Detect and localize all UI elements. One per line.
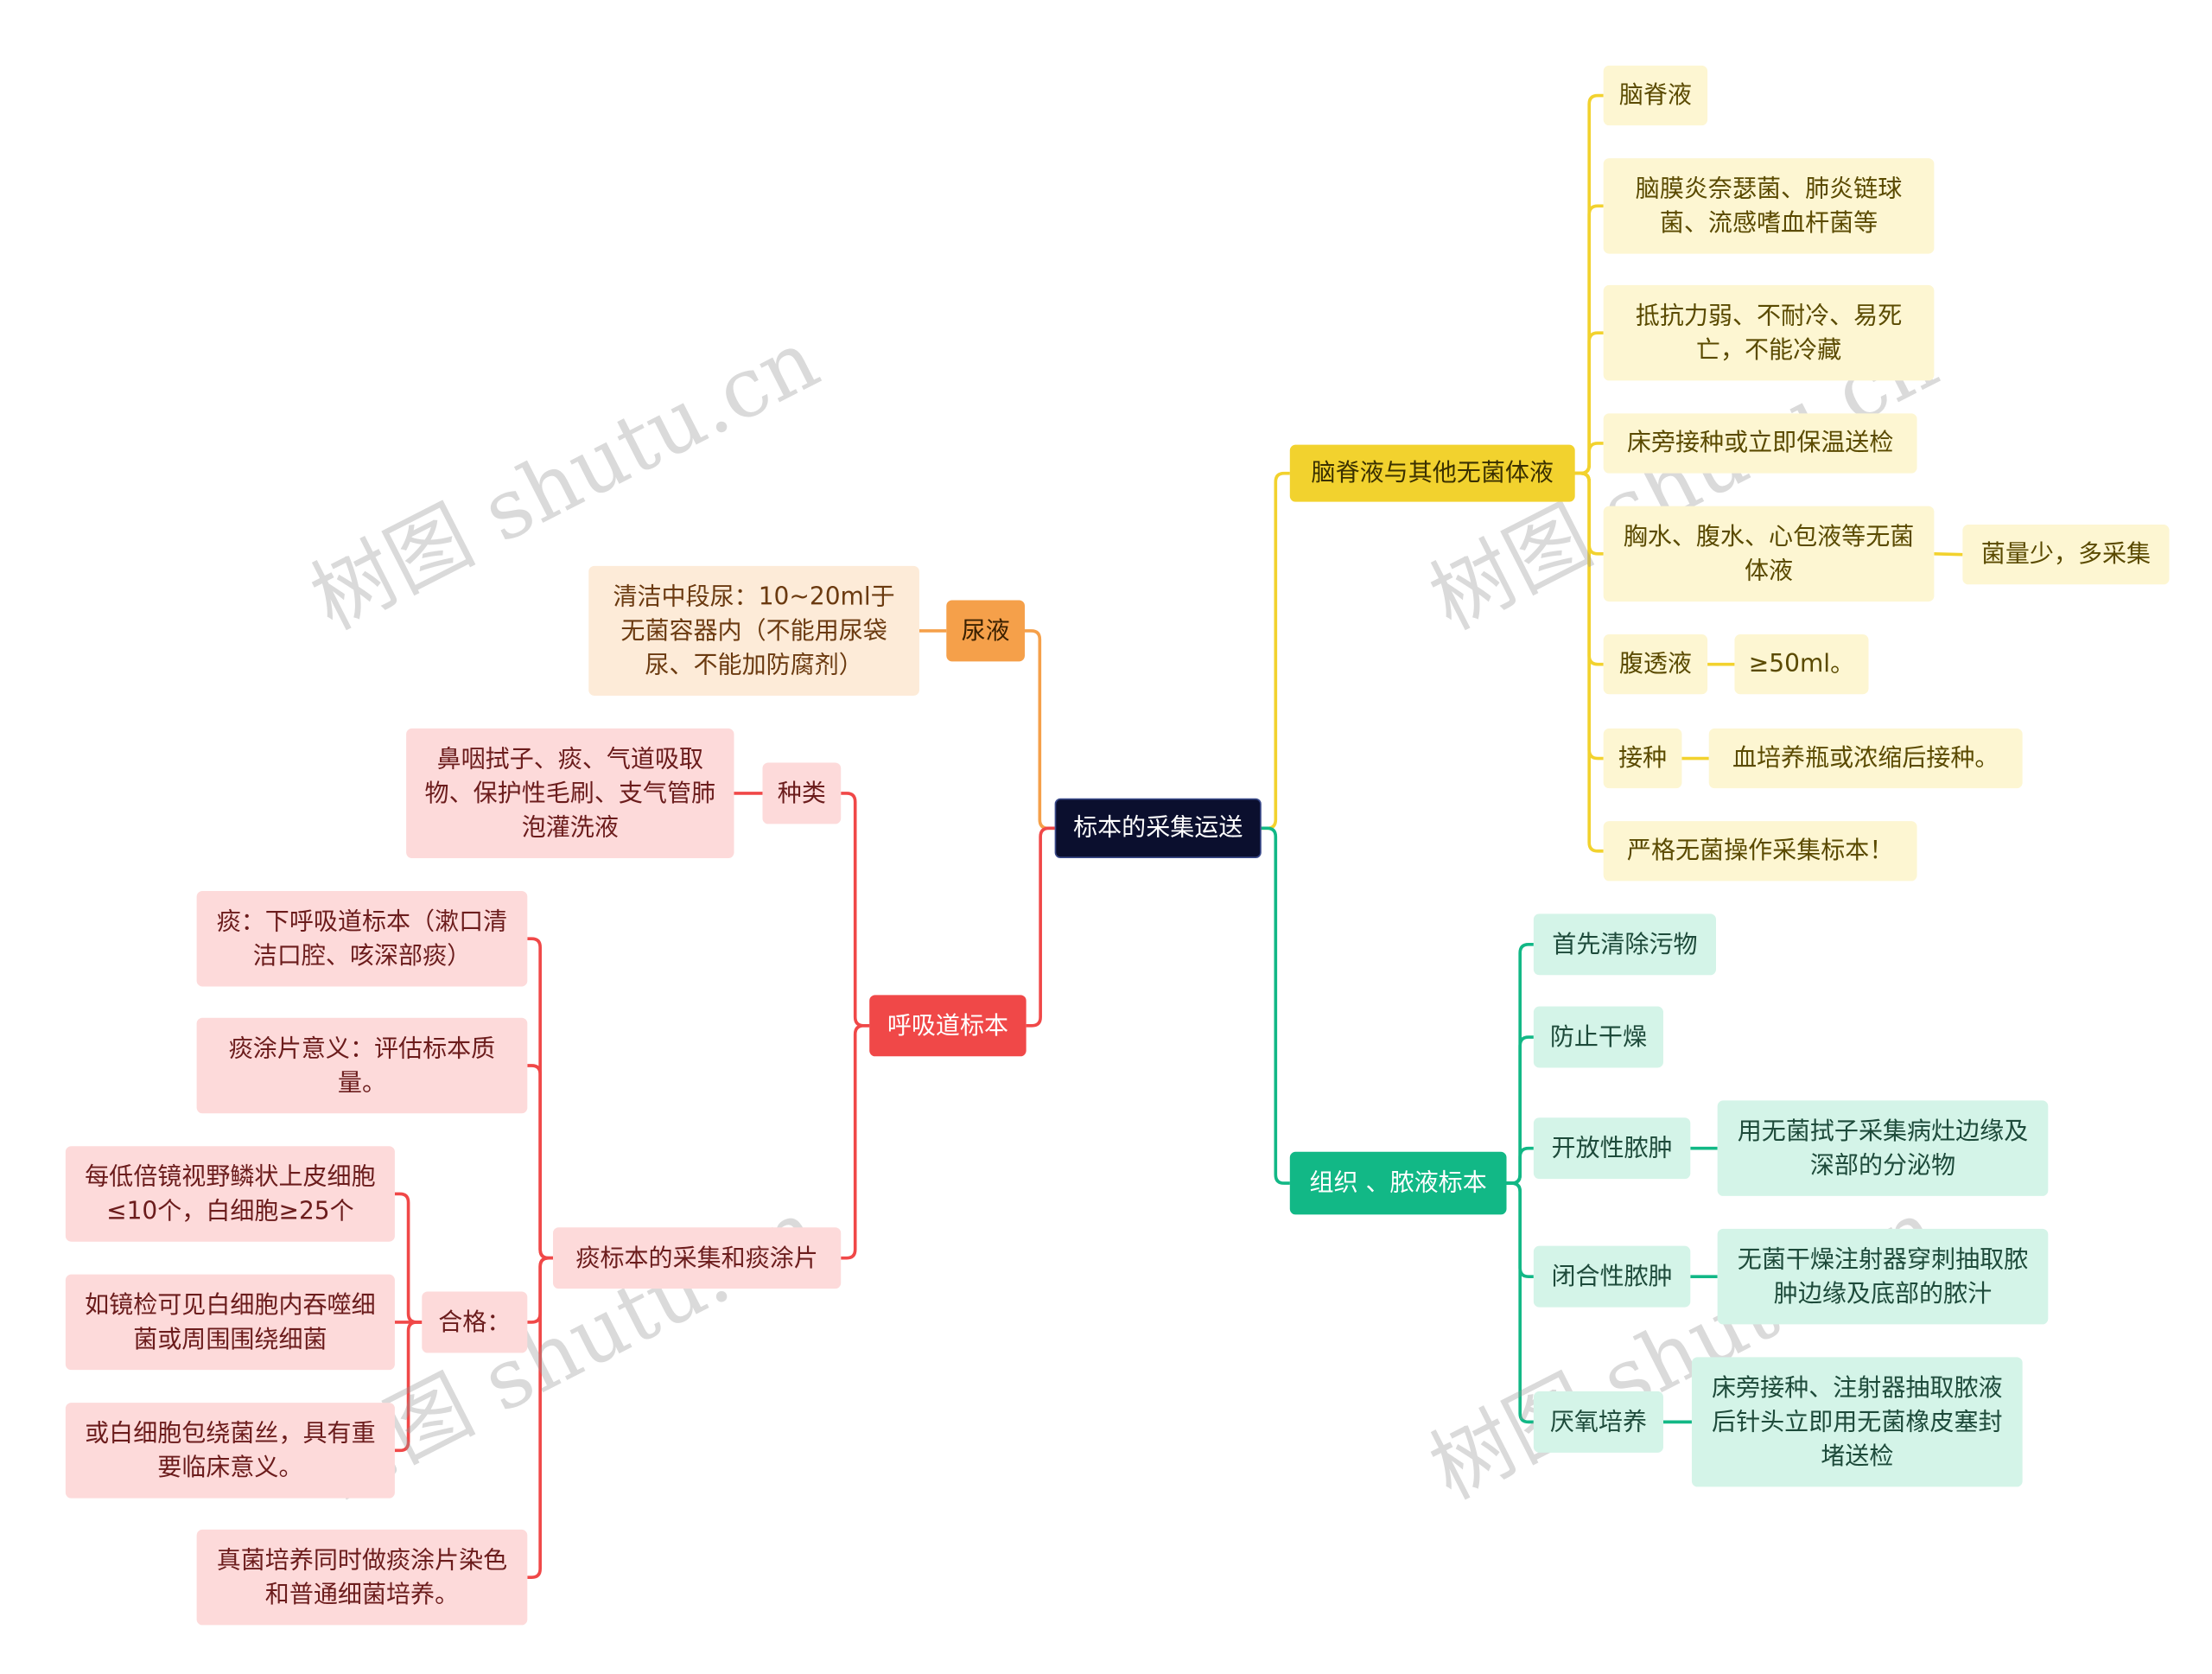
node-closed-abscess[interactable]: 闭合性脓肿 [1533,1245,1691,1308]
connector-line [1261,826,1290,1185]
node-csf[interactable]: 脑脊液 [1603,65,1708,126]
node-bedside[interactable]: 床旁接种或立即保温送检 [1603,413,1917,474]
node-inoculate[interactable]: 接种 [1603,728,1682,789]
node-urine-detail[interactable]: 清洁中段尿：10~20ml于无菌容器内（不能用尿袋尿、不能加防腐剂） [588,565,919,696]
node-sputum[interactable]: 痰标本的采集和痰涂片 [553,1227,842,1289]
node-volume[interactable]: ≥50ml。 [1734,634,1869,695]
connector-line [394,1192,423,1324]
node-fragile[interactable]: 抵抗力弱、不耐冷、易死亡，不能冷藏 [1603,284,1935,381]
node-clean[interactable]: 首先清除污物 [1533,913,1716,976]
node-blood-culture[interactable]: 血培养瓶或浓缩后接种。 [1708,728,2023,789]
node-prevent-dry[interactable]: 防止干燥 [1533,1006,1663,1068]
branch-tissue[interactable]: 组织 、脓液标本 [1289,1151,1507,1215]
node-sputum-lower[interactable]: 痰：下呼吸道标本（漱口清洁口腔、咳深部痰） [196,890,528,987]
connector-line [1574,442,1604,475]
connector-line [527,1256,554,1579]
node-closed-method[interactable]: 无菌干燥注射器穿刺抽取脓肿边缘及底部的脓汁 [1717,1228,2049,1325]
node-types[interactable]: 种类 [762,762,842,824]
node-open-abscess[interactable]: 开放性脓肿 [1533,1117,1691,1180]
connector-line [841,792,870,1028]
connector-line [527,1064,554,1260]
node-anaerobic[interactable]: 厌氧培养 [1533,1391,1663,1453]
connector-line [1026,826,1055,1028]
node-criteria-2[interactable]: 如镜检可见白细胞内吞噬细菌或周围围绕细菌 [65,1274,395,1371]
connector-line [1506,1146,1534,1185]
node-qualified[interactable]: 合格： [422,1291,528,1353]
connector-line [1261,471,1290,831]
node-aseptic[interactable]: 严格无菌操作采集标本！ [1603,821,1917,882]
connector-line [394,1321,423,1453]
node-fungal[interactable]: 真菌培养同时做痰涂片染色和普通细菌培养。 [196,1529,528,1626]
node-sterile-fluids[interactable]: 胸水、腹水、心包液等无菌体液 [1603,506,1935,602]
node-criteria-1[interactable]: 每低倍镜视野鳞状上皮细胞≤10个，白细胞≥25个 [65,1146,395,1242]
node-low-bacteria[interactable]: 菌量少，多采集 [1962,525,2170,585]
node-anaerobic-method[interactable]: 床旁接种、注射器抽取脓液后针头立即用无菌橡皮塞封堵送检 [1691,1357,2023,1487]
node-dialysate[interactable]: 腹透液 [1603,634,1708,695]
connector-line [1574,471,1604,853]
branch-urine[interactable]: 尿液 [946,600,1025,662]
node-pathogens[interactable]: 脑膜炎奈瑟菌、肺炎链球菌、流感嗜血杆菌等 [1603,158,1935,254]
branch-respiratory[interactable]: 呼吸道标本 [869,995,1027,1057]
connector-line [1506,1181,1534,1424]
node-types-detail[interactable]: 鼻咽拭子、痰、气道吸取物、保护性毛刷、支气管肺泡灌洗液 [406,728,734,858]
node-open-method[interactable]: 用无菌拭子采集病灶边缘及深部的分泌物 [1717,1100,2049,1196]
connector-line [1934,552,1963,557]
connector-line [1024,629,1055,831]
root-node[interactable]: 标本的采集运送 [1054,798,1262,858]
branch-csf[interactable]: 脑脊液与其他无菌体液 [1289,444,1575,502]
node-criteria-3[interactable]: 或白细胞包绕菌丝，具有重要临床意义。 [65,1403,395,1499]
connector-line [841,1024,870,1260]
node-smear-meaning[interactable]: 痰涂片意义：评估标本质量。 [196,1017,528,1114]
